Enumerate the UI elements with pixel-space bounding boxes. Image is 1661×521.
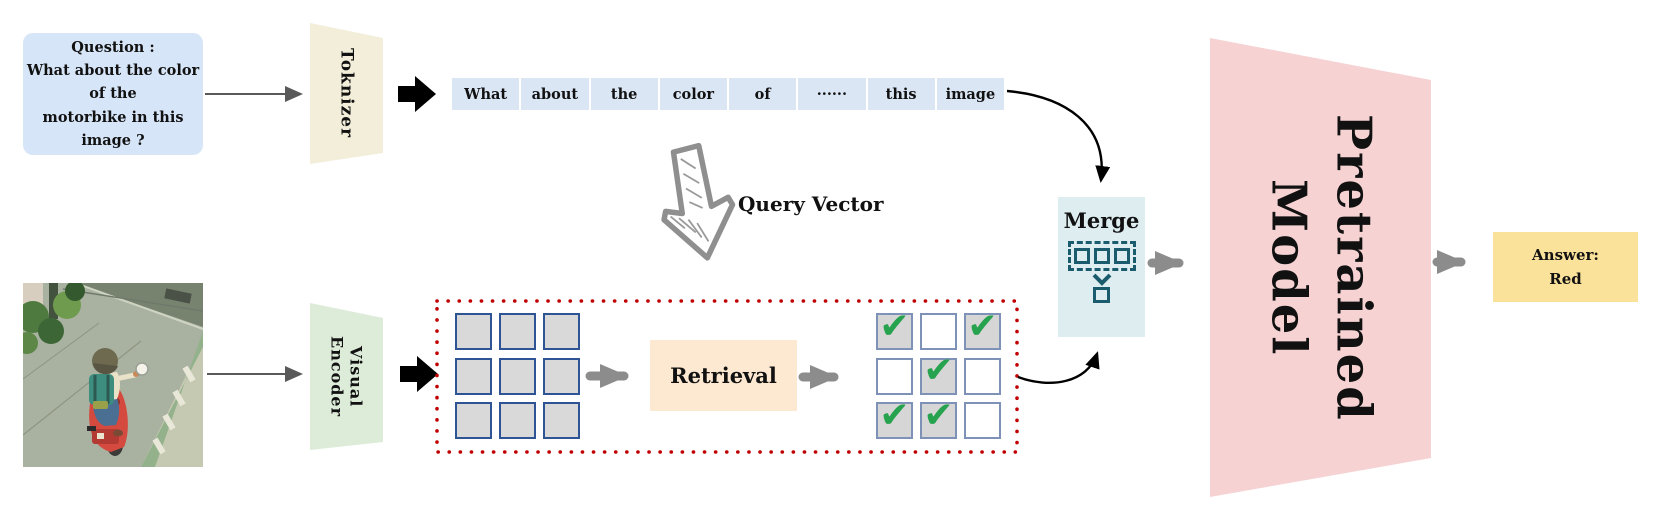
image-patch-grid [455, 313, 580, 439]
token-cell: color [659, 78, 727, 110]
patch-cell [543, 357, 580, 395]
patch-cell [543, 402, 580, 439]
selected-patch-cell: ✔ [920, 397, 957, 439]
visual-encoder-label: Visual Encoder [327, 335, 366, 418]
tokenizer-label: Toknizer [336, 48, 357, 139]
selection-to-merge-curve [1017, 351, 1100, 384]
check-icon: ✔ [879, 305, 910, 347]
selected-patch-cell: ✔ [964, 308, 1001, 350]
merge-token-square-icon [1073, 248, 1090, 264]
patch-cell [499, 313, 536, 350]
check-icon: ✔ [879, 394, 910, 436]
selected-patch-cell: ✔ [876, 397, 913, 439]
merge-tokens-icon [1067, 241, 1136, 271]
selected-patch-cell: ✔ [920, 353, 957, 395]
visual-encoder-shape [310, 303, 383, 450]
check-icon: ✔ [967, 305, 998, 347]
merge-token-square-icon [1113, 248, 1130, 264]
patch-cell [499, 357, 536, 395]
token-cell: this [867, 78, 935, 110]
check-icon: ✔ [923, 394, 954, 436]
unselected-patch-cell [964, 357, 1001, 395]
check-icon: ✔ [923, 350, 954, 391]
query-vector-down-arrow [661, 142, 736, 261]
tokens-to-merge-curve [1006, 89, 1111, 183]
token-cell: ······ [798, 78, 866, 110]
pretrained-model-label: Pretrained Model [1260, 113, 1382, 422]
selected-patch-cell: ✔ [876, 308, 913, 350]
patch-cell [455, 402, 492, 439]
unselected-patch-cell [876, 357, 913, 395]
patch-cell [455, 313, 492, 350]
merge-token-square-icon [1093, 248, 1110, 264]
encoder-output-arrow [400, 356, 438, 392]
token-cell: of [729, 78, 797, 110]
patch-cell [455, 357, 492, 395]
merge-box: Merge [1058, 197, 1145, 337]
patch-cell [543, 313, 580, 350]
query-vector-label: Query Vector [738, 192, 884, 216]
token-cell: What [452, 78, 520, 110]
answer-box: Answer: Red [1493, 232, 1638, 302]
token-cell: the [590, 78, 658, 110]
retrieval-region-dotted-border [435, 299, 1019, 454]
question-box: Question : What about the color of the m… [23, 33, 203, 155]
unselected-patch-cell [920, 313, 957, 350]
token-cell: image [936, 78, 1004, 110]
merge-label: Merge [1063, 208, 1140, 233]
tokenizer-output-arrow [398, 76, 436, 112]
pretrained-model-shape [1210, 38, 1431, 497]
unselected-patch-cell [964, 402, 1001, 439]
merge-chevron-down-icon [1092, 273, 1111, 286]
motorbike-scene-image [23, 283, 203, 467]
token-cell: about [521, 78, 589, 110]
merge-output-square-icon [1093, 287, 1110, 303]
tokenizer-shape [310, 23, 383, 164]
patch-selection-grid: ✔✔✔✔✔ [876, 308, 1001, 439]
patch-cell [499, 402, 536, 439]
retrieval-box: Retrieval [650, 340, 797, 411]
